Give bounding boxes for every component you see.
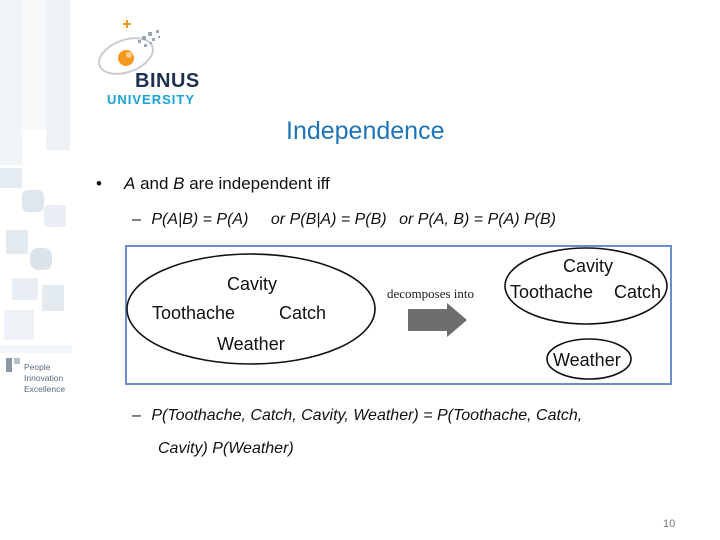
sidebar-tile — [22, 190, 44, 212]
formula-3: P(A, B) = P(A) P(B) — [417, 211, 557, 228]
or-label: or — [270, 211, 286, 228]
dash-icon: – — [132, 211, 141, 228]
sidebar-tile — [46, 0, 70, 150]
or-label: or — [399, 211, 414, 228]
tagline: People Innovation Excellence — [24, 362, 65, 395]
formula-2: P(B|A) = P(B) — [289, 211, 387, 228]
sidebar-tile — [4, 310, 34, 340]
tagline-mark-icon — [6, 358, 20, 372]
bullet-text: A and B are independent iff — [124, 174, 330, 194]
left-catch-label: Catch — [279, 303, 326, 323]
sidebar-tile — [42, 285, 64, 311]
var-a: A — [124, 174, 136, 193]
sidebar-tile — [0, 0, 22, 165]
sidebar-tile — [6, 230, 28, 254]
page-number: 10 — [663, 518, 676, 530]
example-formula-line2: Cavity) P(Weather) — [158, 440, 294, 457]
right-cavity-label: Cavity — [563, 256, 613, 276]
sidebar-tile — [12, 278, 38, 300]
right-catch-label: Catch — [614, 282, 661, 302]
slide-title: Independence — [286, 117, 445, 145]
joint-ellipse — [126, 253, 376, 365]
sidebar-tile — [30, 248, 52, 270]
arrow-right-icon — [408, 303, 467, 337]
sidebar-tile — [44, 205, 66, 227]
right-weather-label: Weather — [553, 350, 621, 370]
example-formula-line1: P(Toothache, Catch, Cavity, Weather) = P… — [151, 407, 583, 424]
dash-icon: – — [132, 407, 141, 424]
left-weather-label: Weather — [217, 334, 285, 354]
sidebar-tile — [0, 345, 72, 353]
subpoint-definitions: – P(A|B) = P(A) or P(B|A) = P(B) or P(A,… — [132, 211, 556, 229]
binus-logo-icon — [98, 20, 160, 75]
tagline-line: Innovation — [24, 373, 64, 383]
tagline-line: People — [24, 362, 51, 372]
right-toothache-label: Toothache — [510, 282, 593, 302]
cavity-group-ellipse — [504, 247, 668, 325]
left-toothache-label: Toothache — [152, 303, 235, 323]
var-b: B — [173, 174, 185, 193]
formula-1: P(A|B) = P(A) — [151, 211, 249, 228]
sidebar-decoration — [0, 0, 72, 540]
diagram-frame — [125, 245, 672, 385]
sidebar-tile — [22, 0, 46, 130]
subpoint-example: – P(Toothache, Catch, Cavity, Weather) =… — [132, 406, 582, 426]
arrow-label: decomposes into — [387, 286, 474, 301]
decomposition-diagram: Cavity Toothache Catch Weather decompose… — [125, 245, 672, 385]
tagline-line: Excellence — [24, 384, 66, 394]
weather-ellipse — [546, 338, 632, 380]
left-cavity-label: Cavity — [227, 274, 277, 294]
bullet-and: and — [135, 174, 174, 193]
logo-wordmark: BINUS — [135, 70, 200, 92]
bullet-icon: • — [96, 174, 102, 193]
bullet-rest: are independent iff — [184, 174, 330, 193]
sidebar-tile — [0, 168, 22, 188]
logo-subtitle: UNIVERSITY — [107, 92, 196, 107]
